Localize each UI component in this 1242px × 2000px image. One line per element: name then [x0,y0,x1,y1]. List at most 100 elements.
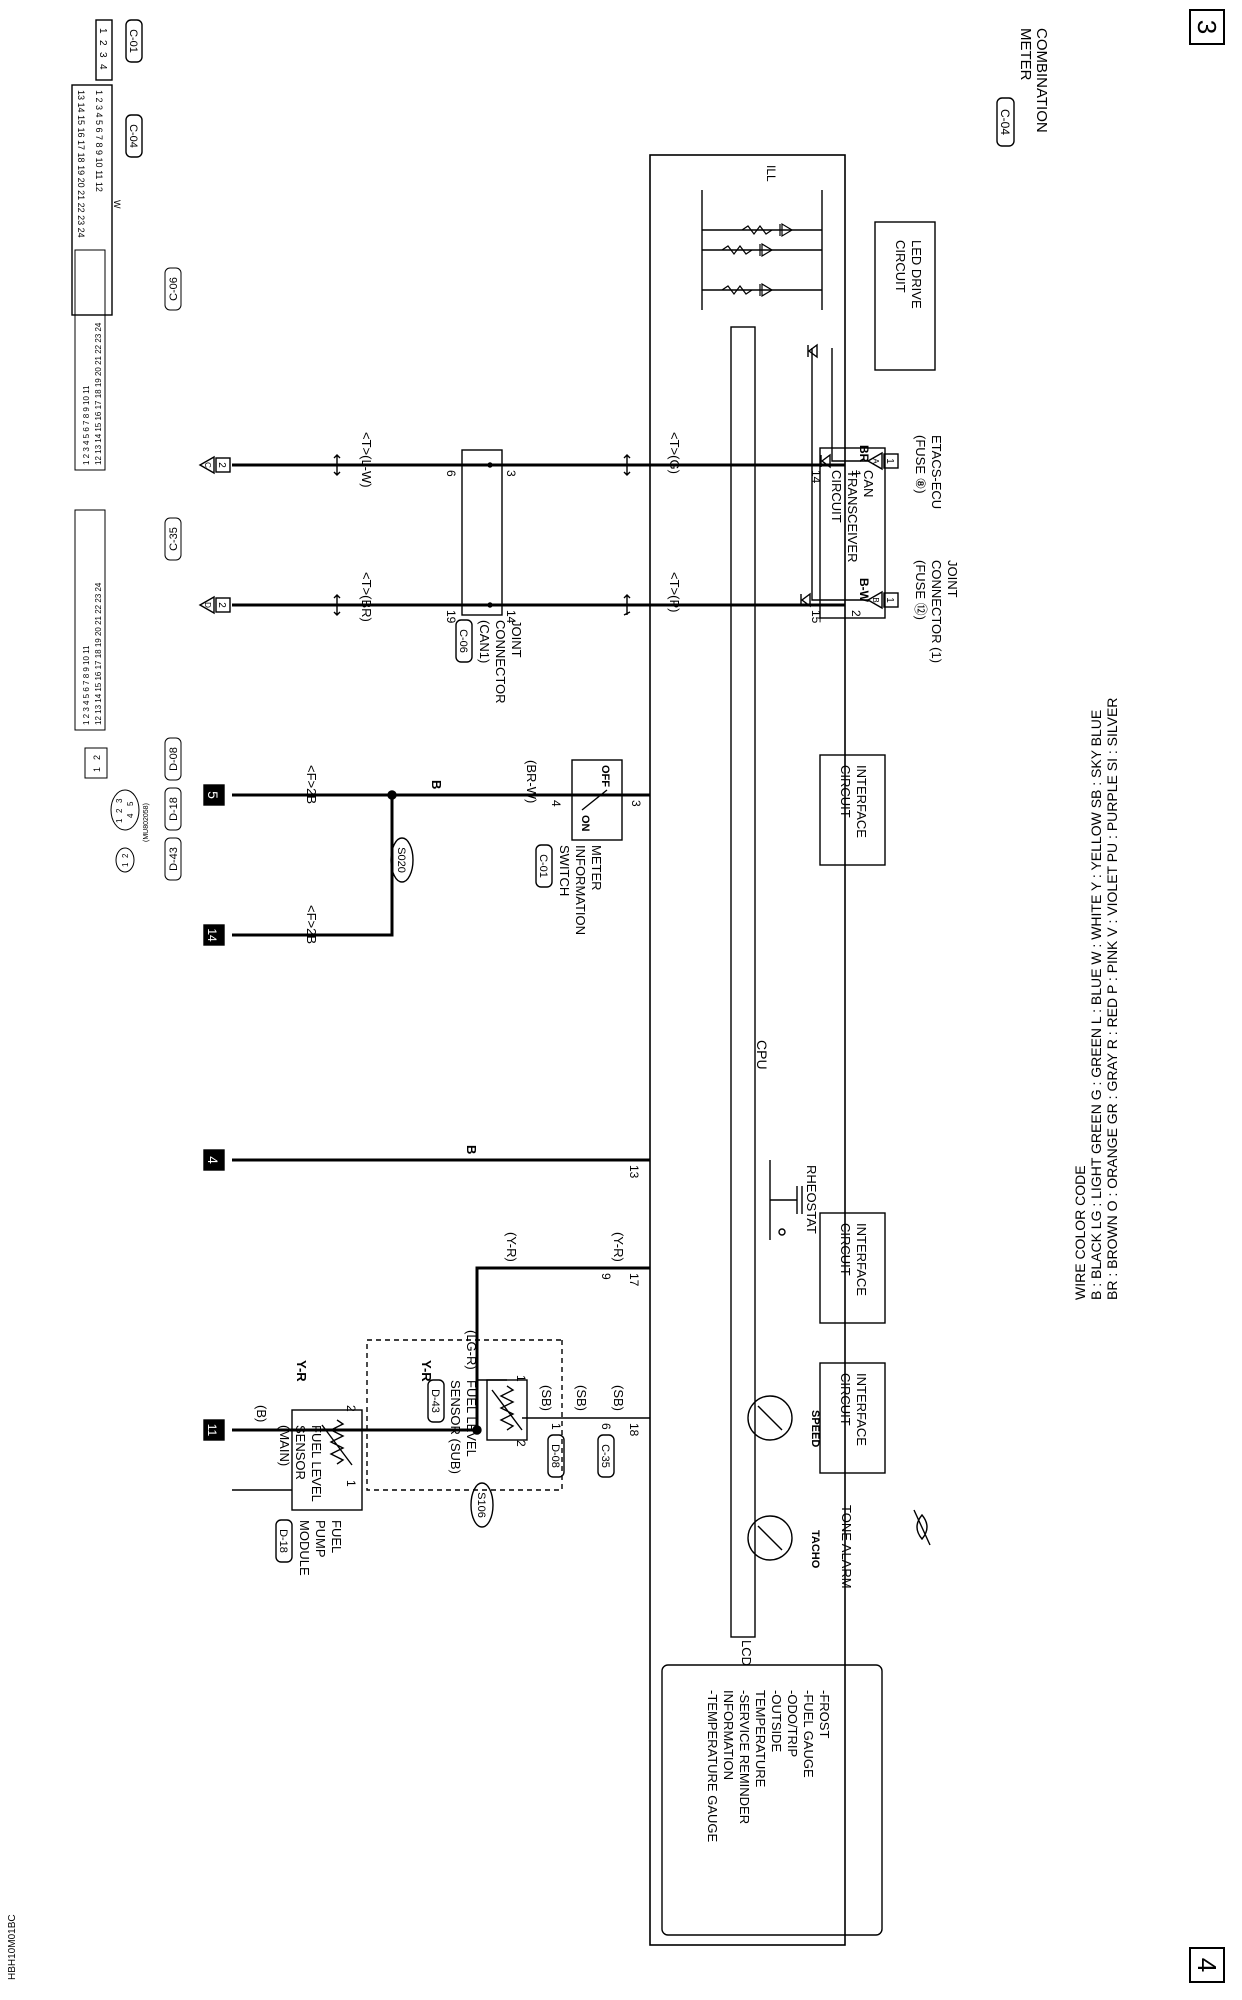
d08-pin-2: 2 [92,755,102,760]
fuel-wire-yr2: (Y-R) [504,1232,519,1262]
lcd-label: LCD [739,1640,754,1666]
d43-face [115,847,135,873]
switch-box [571,759,623,841]
switch-title-2: INFORMATION [573,845,588,935]
splice-s106-node [472,1425,482,1435]
fuel-main-title-1: FUEL LEVEL [309,1425,324,1502]
legend-line-2: BR : BROWN O : ORANGE GR : GRAY R : RED … [1104,698,1120,1300]
fuel-pump-title-2: PUMP [313,1520,328,1558]
connector-face-group: C-06 1 2 3 4 5 6 7 8 9 10 11 12 13 14 15… [7,249,182,1980]
c04-face [71,84,113,316]
term-c-letter: C [203,462,212,468]
d08-pin-1: 1 [92,767,102,772]
fuse-b-title-2: CONNECTOR (1) [929,560,944,663]
interface-1-label-2: CIRCUIT [838,765,853,818]
can-label-3: CIRCUIT [829,470,844,523]
switch-pin-3: 3 [629,800,643,807]
ref-14-box [203,924,225,946]
fuel-main-pin-1: 1 [344,1480,358,1487]
rheostat-switch [769,1160,803,1240]
d18-pins-a: 1 [115,818,124,823]
pump-code: D-18 [277,1529,289,1553]
interface-1-label-1: INTERFACE [854,765,869,838]
d08-face [84,747,108,779]
ground-wire-b: B [464,1145,479,1154]
page-number-right: 4 [1192,1958,1222,1972]
ref-5-box [203,784,225,806]
jc-title-3: (CAN1) [477,620,492,663]
joint-connector-can1-box [461,449,503,616]
can-label-p: <T>(P) [667,572,682,612]
can-pin-15: 15 [809,610,823,624]
c01-row-4: 4 [97,64,108,70]
switch-wire-f2: <F>2B [304,905,319,944]
speed-gauge [747,1395,793,1441]
fuse-a-tag: A [871,458,880,464]
c06-face [74,249,106,471]
speed-needle [757,1405,783,1431]
lcd-box [661,1664,883,1936]
legend-group: WIRE COLOR CODE B : BLACK LG : LIGHT GRE… [1072,698,1120,1300]
lcd-item-1: -FROST [817,1690,832,1738]
d08-code: D-08 [549,1444,561,1468]
can-label-g: <T>(G) [667,432,682,474]
fuel-wire-sb2: (SB) [574,1385,589,1411]
d18-code-tag-box [164,787,182,831]
switch-wire-top-label: (BR-W) [524,760,539,803]
fuel-sub-title-1: FUEL LEVEL [464,1380,479,1457]
c06-bot-row: 12 13 14 15 16 17 18 19 20 21 22 23 24 [94,322,103,465]
c01-face [95,19,113,81]
code-id: HBH10M01BC [7,1914,18,1980]
c06-top-row: 1 2 3 4 5 6 7 8 9 10 11 [82,385,91,465]
c06-code-tag: C-06 [168,277,180,301]
term-c-num-box [215,457,231,473]
fuel-sub-resistor [491,1385,523,1431]
d18-pins-c: 3 [115,798,124,803]
d43-pin-2: 2 [121,853,130,858]
d18-code-tag: D-18 [168,797,180,821]
fuel-pin-1-d08: 1 [549,1423,563,1430]
tone-alarm-icon [913,1509,931,1546]
switch-off: OFF [599,765,611,787]
rheostat-label: RHEOSTAT [804,1165,819,1234]
fuse-a-title-2: (FUSE ⑧) [913,435,928,494]
led-drive-circuit-box [874,221,936,371]
switch-title-1: METER [589,845,604,891]
fuel-wire-yr [232,1266,650,1432]
fuse-b-wire: B-W [857,578,871,603]
lcd-item-2: -FUEL GAUGE [801,1690,816,1778]
jc-pin-6: 6 [444,470,458,477]
diode-ill [807,343,818,359]
c04-bot-row: 13 14 15 16 17 18 19 20 21 22 23 24 [76,90,86,238]
lcd-item-8: -TEMPERATURE GAUGE [705,1690,720,1842]
interface-2-label-1: INTERFACE [854,1223,869,1296]
can-label-br: <T>(BR) [359,572,374,622]
d43-pin-1: 1 [121,862,130,867]
c01-row-3: 3 [97,52,108,58]
jc-code-box [455,619,473,663]
switch-contact [581,789,608,811]
lcd-item-4: -OUTSIDE [769,1690,784,1752]
fuse-b-title-1: JOINT [945,560,960,598]
interface-circuit-3-box [819,1362,886,1474]
term-c-triangle [198,455,215,475]
fuse-b-num-box [883,592,899,608]
fuse-b-num: 1 [884,597,895,603]
fuse-a-num-box [883,453,899,469]
fuel-main-resistor [321,1419,353,1466]
fuse-a-pin: 1 [849,470,863,477]
interface-2-label-2: CIRCUIT [838,1223,853,1276]
jc-pin-14: 14 [504,610,518,624]
splice-s106: S106 [475,1492,487,1518]
c04-top-row: 1 2 3 4 5 6 7 8 9 10 11 12 [94,90,104,192]
jc-node-1 [487,462,493,468]
switch-code-box [535,844,553,888]
splice-s106-badge [470,1482,494,1528]
fuel-pump-title-1: FUEL [329,1520,344,1553]
fuel-pin-9: 9 [599,1273,613,1280]
fuel-pin-18: 18 [627,1423,641,1437]
can-label-1: CAN [861,470,876,497]
meter-connector-tag: C-04 [998,109,1012,135]
d18-pins-b: 2 [115,808,124,813]
combination-meter-outline [649,154,846,1946]
